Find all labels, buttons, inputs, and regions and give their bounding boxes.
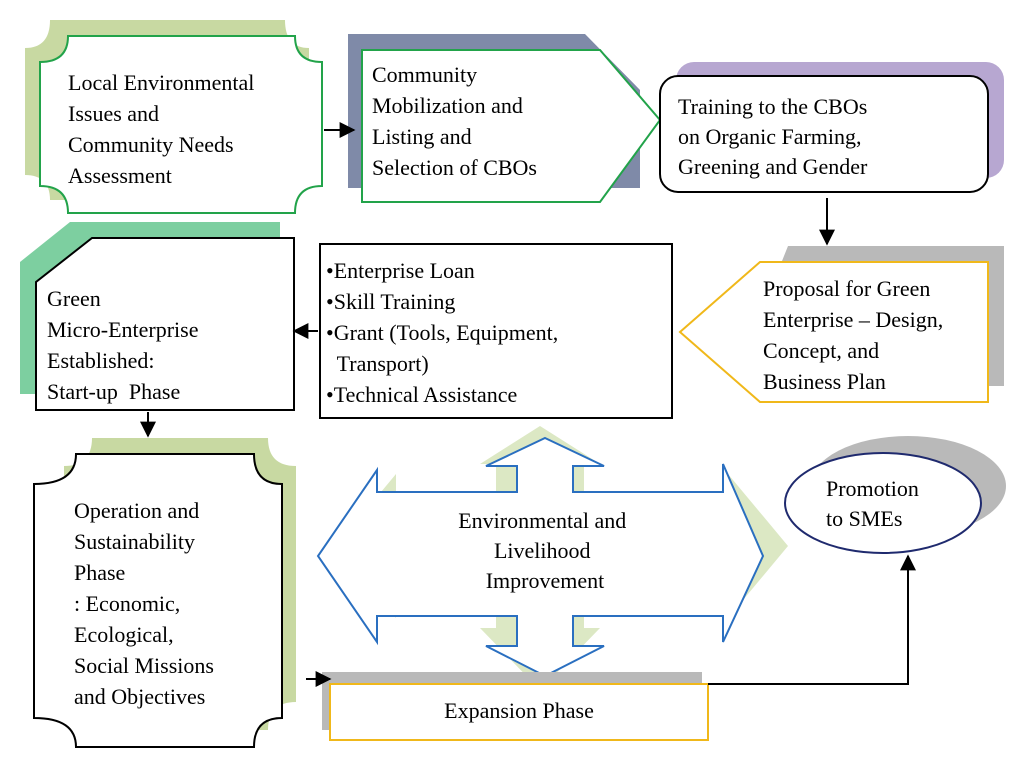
node-promotion: Promotion to SMEs <box>784 436 1006 554</box>
proposal-box <box>678 261 989 403</box>
operation-text: Operation and Sustainability Phase : Eco… <box>74 498 219 709</box>
node-assessment: Local Environmental Issues and Community… <box>25 20 323 214</box>
training-text: Training to the CBOs on Organic Farming,… <box>678 94 873 179</box>
promotion-text: Promotion to SMEs <box>826 476 924 531</box>
node-expansion: Expansion Phase <box>322 672 709 741</box>
startup-box <box>35 237 295 411</box>
node-operation: Operation and Sustainability Phase : Eco… <box>33 438 296 748</box>
node-proposal: Proposal for Green Enterprise – Design, … <box>678 246 1004 403</box>
mobilization-box <box>361 49 662 203</box>
promotion-ellipse <box>784 452 982 554</box>
node-support: •Enterprise Loan •Skill Training •Grant … <box>319 243 673 419</box>
improvement-text: Environmental and Livelihood Improvement <box>458 508 632 593</box>
arrow-expansion-to-promotion <box>708 554 916 685</box>
node-training: Training to the CBOs on Organic Farming,… <box>659 62 1004 193</box>
startup-text: Green Micro-Enterprise Established: Star… <box>47 286 237 404</box>
node-startup: Green Micro-Enterprise Established: Star… <box>20 222 295 411</box>
node-mobilization: Community Mobilization and Listing and S… <box>348 34 662 203</box>
mobilization-text: Community Mobilization and Listing and S… <box>372 62 537 180</box>
support-box <box>319 243 673 419</box>
training-box <box>659 75 989 193</box>
assessment-text: Local Environmental Issues and Community… <box>68 70 260 188</box>
support-text: •Enterprise Loan •Skill Training •Grant … <box>326 258 597 407</box>
assessment-box <box>39 35 323 214</box>
operation-box <box>33 453 283 748</box>
proposal-text: Proposal for Green Enterprise – Design, … <box>763 276 949 394</box>
connectors <box>140 122 916 687</box>
expansion-text: Expansion Phase <box>444 698 594 723</box>
node-improvement: Environmental and Livelihood Improvement <box>316 426 788 690</box>
expansion-box <box>329 683 709 741</box>
